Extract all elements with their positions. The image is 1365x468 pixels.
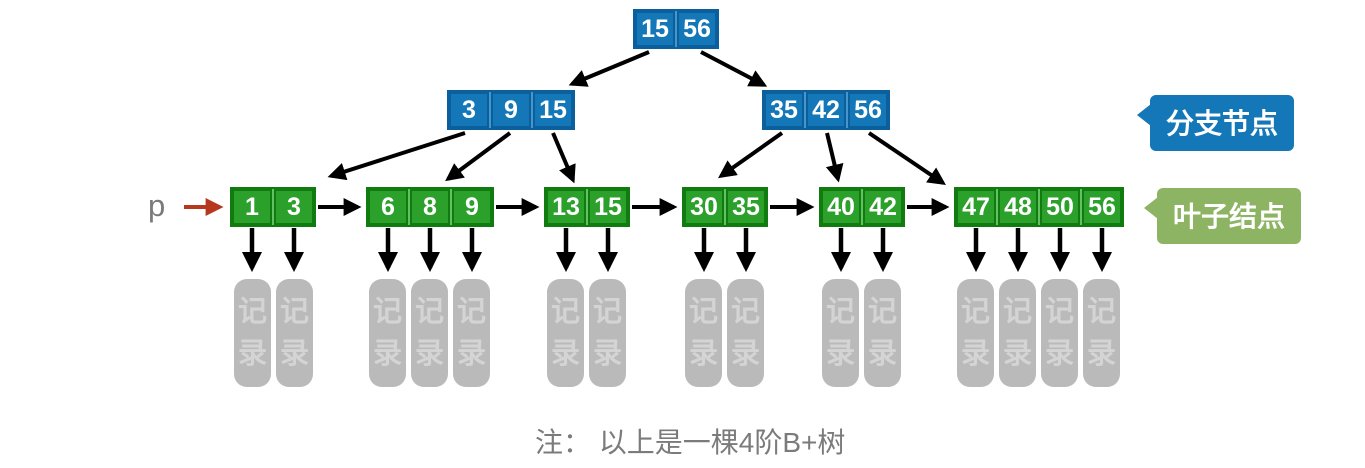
key-cell: 42 — [806, 92, 846, 128]
record-box: 记录 — [727, 279, 764, 387]
record-label: 记录 — [550, 295, 580, 370]
branch-node-legend: 分支节点 — [1136, 95, 1295, 151]
diagram-caption: 注： 以上是一棵4阶B+树 — [535, 427, 846, 458]
pointer-label: p — [148, 188, 166, 223]
record-label: 记录 — [1044, 295, 1074, 370]
leaf-node-legend: 叶子结点 — [1143, 188, 1302, 244]
record-box: 记录 — [589, 279, 626, 387]
leaf-node-5: 40 42 — [819, 187, 905, 227]
leaf-node-6: 47 48 50 56 — [954, 187, 1124, 227]
key-cell: 3 — [449, 92, 489, 128]
record-box: 记录 — [999, 279, 1036, 387]
record-label: 记录 — [867, 295, 897, 370]
leaf-node-3: 13 15 — [544, 187, 630, 227]
record-label: 记录 — [592, 295, 622, 370]
key-cell: 42 — [863, 189, 903, 225]
record-box: 记录 — [369, 279, 406, 387]
key-cell: 15 — [635, 11, 675, 47]
record-label: 记录 — [1086, 295, 1116, 370]
key-cell: 8 — [410, 189, 450, 225]
record-box: 记录 — [411, 279, 448, 387]
key-cell: 40 — [821, 189, 861, 225]
key-cell: 9 — [452, 189, 492, 225]
record-label: 记录 — [414, 295, 444, 370]
record-label: 记录 — [372, 295, 402, 370]
leaf-node-4: 30 35 — [682, 187, 768, 227]
record-box: 记录 — [685, 279, 722, 387]
record-label: 记录 — [279, 295, 309, 370]
key-cell: 50 — [1040, 189, 1080, 225]
record-box: 记录 — [864, 279, 901, 387]
record-label: 记录 — [456, 295, 486, 370]
key-cell: 47 — [956, 189, 996, 225]
key-cell: 48 — [998, 189, 1038, 225]
record-label: 记录 — [730, 295, 760, 370]
record-edges — [241, 228, 1113, 273]
root-node: 15 56 — [633, 9, 719, 49]
key-cell: 35 — [726, 189, 766, 225]
key-cell: 56 — [848, 92, 888, 128]
internal-node-left: 3 9 15 — [447, 90, 575, 130]
key-cell: 15 — [588, 189, 628, 225]
leaf-node-2: 6 8 9 — [366, 187, 494, 227]
leaf-node-1: 1 3 — [230, 187, 316, 227]
key-cell: 9 — [491, 92, 531, 128]
record-label: 记录 — [237, 295, 267, 370]
record-label: 记录 — [688, 295, 718, 370]
record-box: 记录 — [822, 279, 859, 387]
record-box: 记录 — [234, 279, 271, 387]
key-cell: 3 — [274, 189, 314, 225]
record-box: 记录 — [1041, 279, 1078, 387]
key-cell: 1 — [232, 189, 272, 225]
key-cell: 13 — [546, 189, 586, 225]
key-cell: 6 — [368, 189, 408, 225]
record-box: 记录 — [1083, 279, 1120, 387]
record-label: 记录 — [1002, 295, 1032, 370]
key-cell: 15 — [533, 92, 573, 128]
tree-edges — [327, 50, 946, 186]
record-label: 记录 — [960, 295, 990, 370]
record-box: 记录 — [547, 279, 584, 387]
key-cell: 35 — [764, 92, 804, 128]
record-box: 记录 — [276, 279, 313, 387]
record-box: 记录 — [453, 279, 490, 387]
key-cell: 30 — [684, 189, 724, 225]
internal-node-right: 35 42 56 — [762, 90, 890, 130]
key-cell: 56 — [1082, 189, 1122, 225]
record-box: 记录 — [957, 279, 994, 387]
record-label: 记录 — [825, 295, 855, 370]
key-cell: 56 — [677, 11, 717, 47]
